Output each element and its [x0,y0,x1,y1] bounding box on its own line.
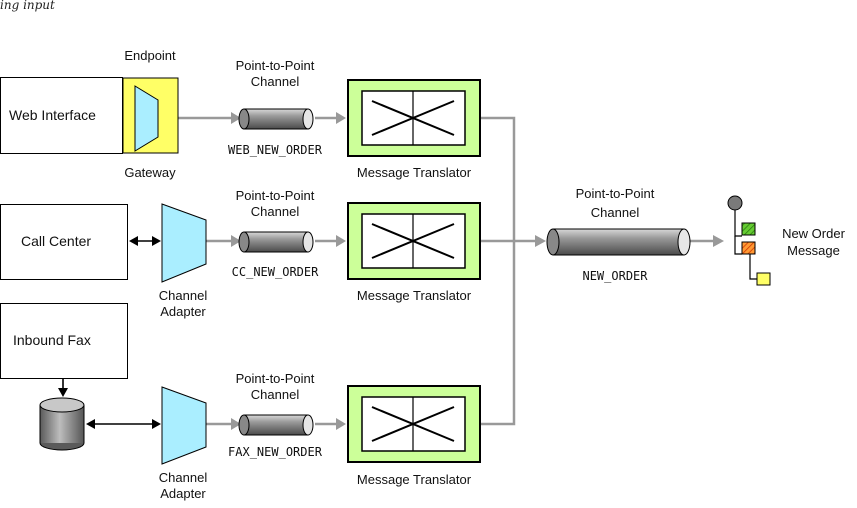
new-order-channel-name: NEW_ORDER [582,269,648,283]
arrowhead [713,235,724,247]
channel-adapter-cc-icon [161,203,207,283]
top-caption: ing input [0,0,55,12]
channel-pipe-new-order-icon [546,228,691,256]
fax-channel-type-line2: Channel [250,387,300,402]
new-order-message-icon [727,195,771,286]
arrowhead [231,112,241,124]
arrowhead-right [152,419,161,429]
fax-channel-type-line1: Point-to-Point [235,371,315,386]
web-interface-label: Web Interface [9,107,96,123]
message-translator-3-label: Message Translator [356,472,472,487]
message-translator-3-icon [347,385,481,463]
fax-database-icon [39,397,85,451]
channel-pipe-cc-icon [238,231,314,253]
web-channel-type-line2: Channel [250,74,300,89]
arrowhead-left [86,419,95,429]
message-translator-1-label: Message Translator [356,165,472,180]
channel-adapter-fax-label: Channel Adapter [158,470,208,501]
message-green-node [741,222,756,236]
message-translator-2-icon [347,202,481,280]
message-yellow-node [756,272,771,286]
web-channel-type-line1: Point-to-Point [235,58,315,73]
channel-pipe-fax-icon [238,414,314,436]
gateway-label: Gateway [124,165,176,180]
arrowhead-left [129,236,138,246]
new-order-channel-type-line2: Channel [590,205,640,220]
arrowhead-down [58,388,68,397]
inbound-fax-box: Inbound Fax [0,303,128,379]
web-interface-box: Web Interface [0,77,123,154]
connectors [178,116,714,426]
new-order-channel-type-line1: Point-to-Point [575,186,655,201]
arrowhead [535,235,546,247]
call-center-label: Call Center [21,233,92,249]
arrowhead [336,418,346,430]
web-channel-name: WEB_NEW_ORDER [228,143,322,157]
connector-translator-3-out [480,241,516,426]
arrowhead-right [152,236,161,246]
gateway [122,77,179,154]
cc-channel-type-line2: Channel [250,204,300,219]
channel-adapter-cc-label: Channel Adapter [158,288,208,319]
inbound-fax-label: Inbound Fax [13,332,91,348]
black-arrows [58,236,161,429]
fax-channel-name: FAX_NEW_ORDER [228,445,322,459]
connector-arrowheads [231,112,724,430]
channel-pipe-web-icon [238,108,314,130]
arrowhead [336,112,346,124]
new-order-message-line2: Message [787,243,840,258]
message-translator-2-label: Message Translator [356,288,472,303]
new-order-message-line1: New Order [782,226,845,241]
cc-channel-type-line1: Point-to-Point [235,188,315,203]
cc-channel-name: CC_NEW_ORDER [231,265,319,279]
connector-translator-1-out [480,116,516,241]
message-translator-1-icon [347,79,481,157]
arrowhead [231,235,241,247]
channel-adapter-fax-icon [161,386,207,465]
message-orange-node [741,241,756,255]
arrowhead [336,235,346,247]
gateway-trapezoid-icon [134,85,159,152]
call-center-box: Call Center [0,204,128,280]
arrowhead [231,418,241,430]
message-root-node [727,195,743,211]
endpoint-label: Endpoint [124,48,176,63]
